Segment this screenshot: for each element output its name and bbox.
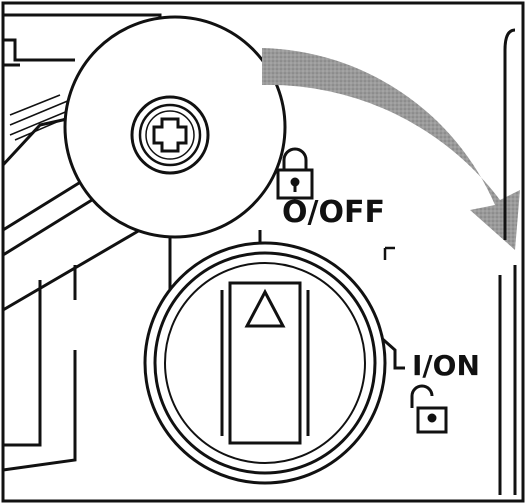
padlock-open-icon bbox=[410, 384, 448, 434]
rotary-knob bbox=[143, 241, 387, 485]
clockwise-arrow-icon bbox=[262, 48, 520, 250]
off-position-label: O/OFF bbox=[282, 195, 385, 230]
on-position-label: I/ON bbox=[412, 349, 480, 382]
screw-cover bbox=[63, 15, 287, 239]
padlock-closed-icon bbox=[276, 147, 314, 200]
right-rails bbox=[498, 28, 517, 495]
triangle-indicator-icon bbox=[244, 288, 286, 328]
off-tick bbox=[383, 246, 395, 260]
housing-hatching bbox=[9, 94, 81, 141]
